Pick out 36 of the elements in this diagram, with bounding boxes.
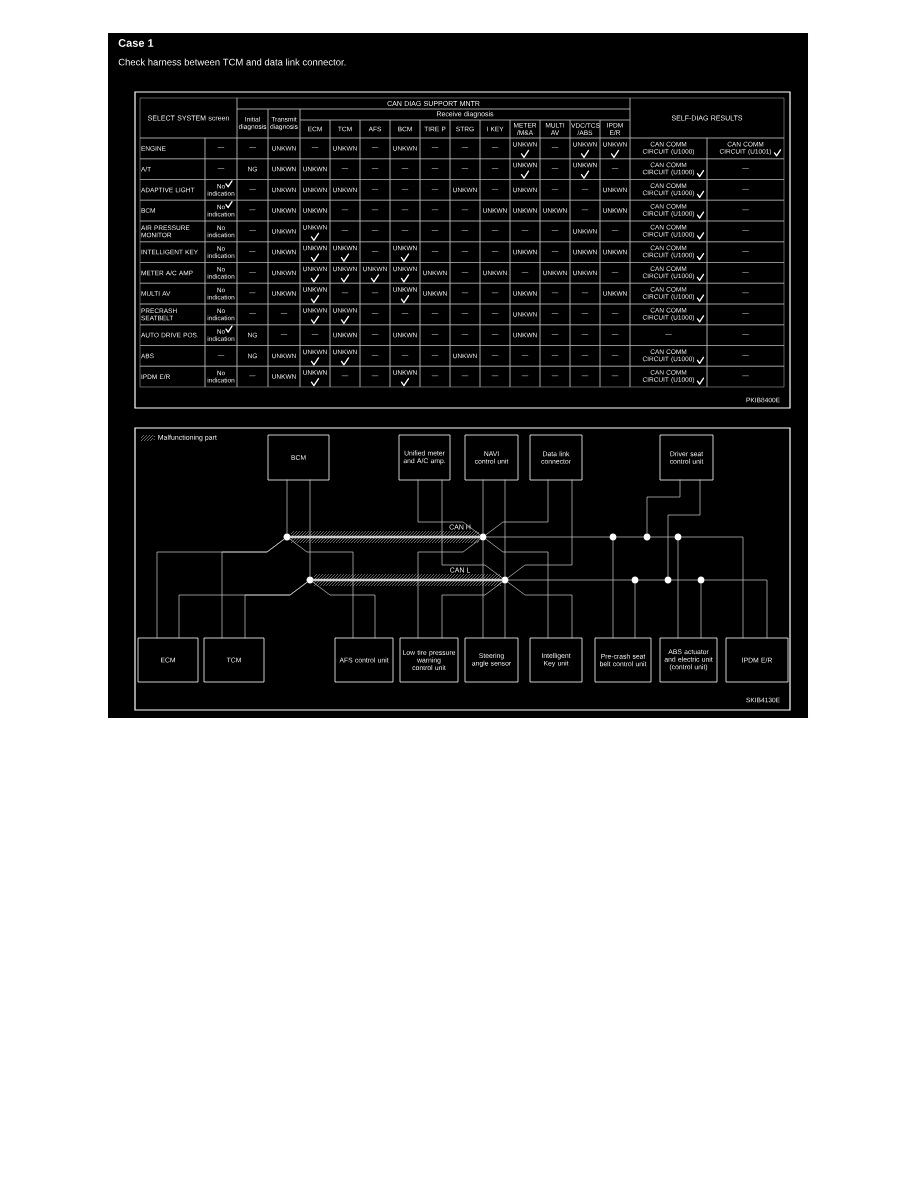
wire: [504, 583, 506, 639]
wire: [646, 479, 681, 534]
wire: [441, 479, 503, 579]
wire: [504, 479, 506, 577]
wire: [485, 479, 549, 536]
wire: [441, 581, 503, 639]
wire: [289, 538, 354, 639]
wire: [286, 479, 288, 534]
wire: [681, 536, 744, 639]
wire: [244, 581, 308, 639]
wire: [667, 479, 701, 577]
wire: [616, 536, 644, 538]
wire: [507, 479, 573, 579]
wire: [417, 479, 481, 536]
wire: [638, 579, 665, 581]
subtitle: Check harness between TCM and data link connector.: [118, 58, 346, 66]
wire: [289, 535, 481, 539]
wire: [482, 479, 484, 534]
wire: [486, 536, 610, 538]
wire: [634, 583, 636, 639]
wire: [704, 579, 768, 639]
title: Case 1: [118, 39, 154, 47]
wire: [485, 538, 549, 639]
wire: [671, 579, 698, 581]
wire: [677, 540, 679, 639]
wire: [508, 579, 632, 581]
wire: [482, 540, 484, 639]
wire: [507, 581, 573, 639]
wire: [312, 578, 503, 582]
wire: [312, 581, 376, 639]
wire: [417, 538, 481, 639]
wire: [650, 536, 675, 538]
wire: [221, 538, 285, 639]
wire: [700, 583, 702, 639]
wire: [309, 479, 311, 577]
wire: [612, 540, 614, 639]
